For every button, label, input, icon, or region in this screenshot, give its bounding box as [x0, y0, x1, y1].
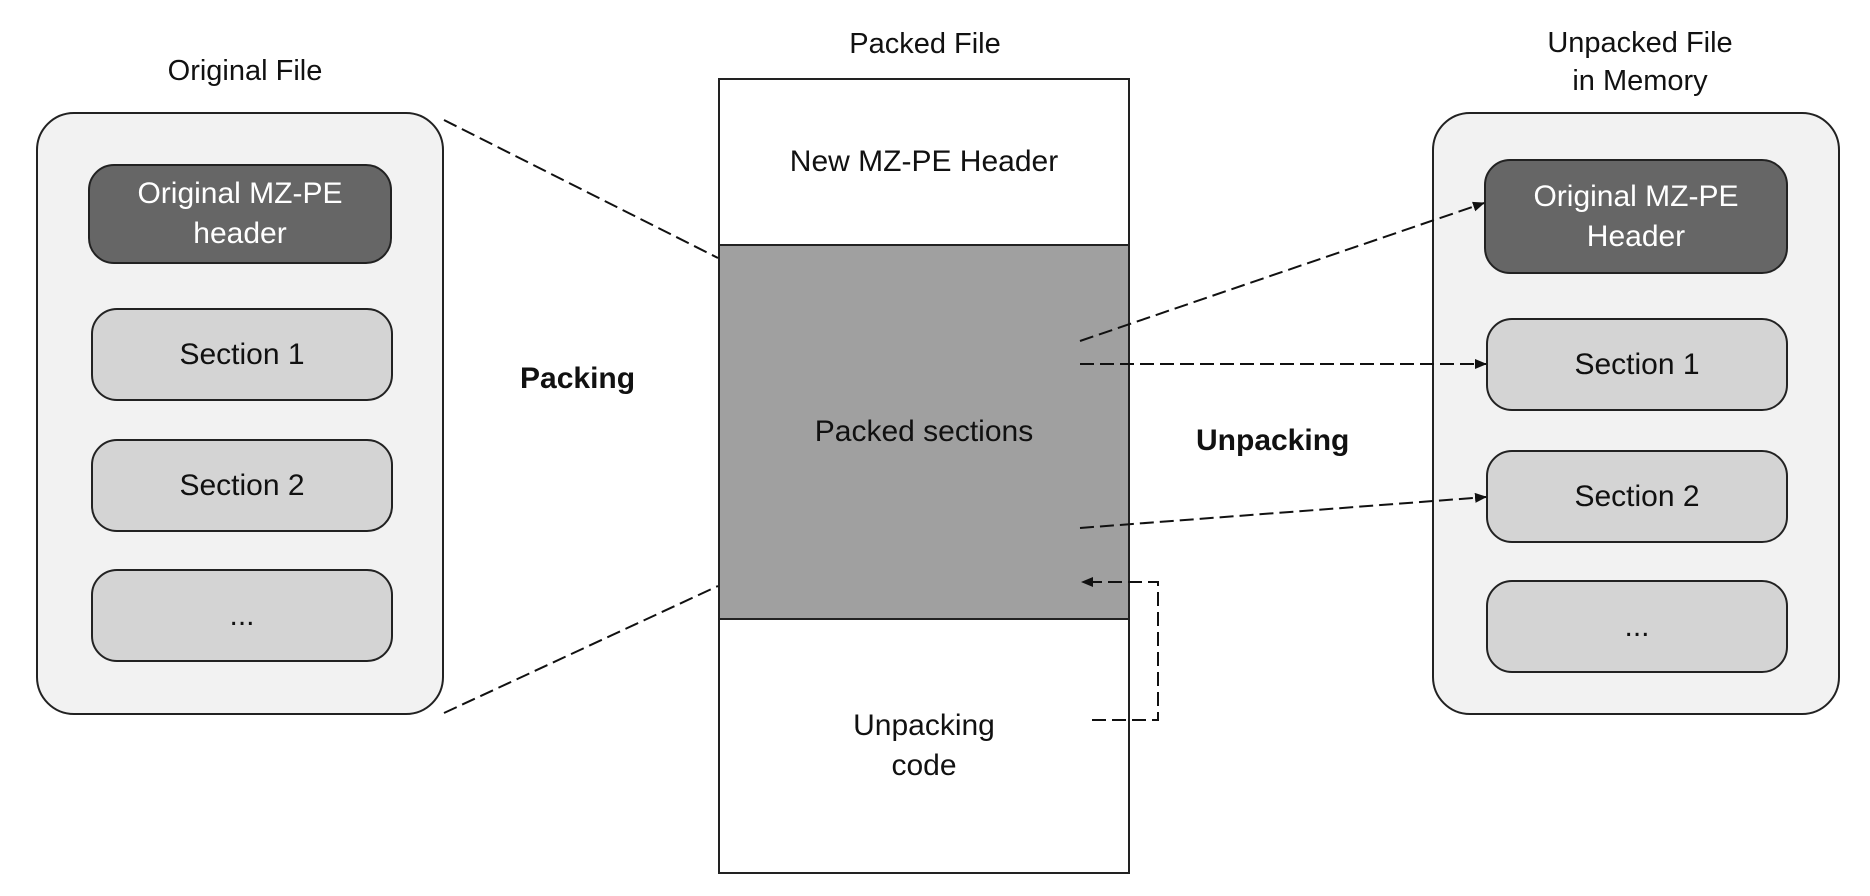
unpacked-more-box: ... [1486, 580, 1788, 673]
original-section-1-box: Section 1 [91, 308, 393, 401]
unpacked-more-label: ... [1624, 609, 1650, 643]
unpacked-section-2-box: Section 2 [1486, 450, 1788, 543]
unpacked-section-1-box: Section 1 [1486, 318, 1788, 411]
unpacked-header-box: Original MZ-PE Header [1484, 159, 1788, 274]
original-file-title: Original File [167, 55, 323, 87]
original-header-box: Original MZ-PE header [88, 164, 392, 264]
unpacking-label: Unpacking [1196, 424, 1350, 457]
packing-bottom-line [443, 585, 719, 714]
original-section-1-label: Section 1 [179, 337, 305, 371]
original-section-2-label: Section 2 [179, 468, 305, 502]
arrow-to-section-2 [1079, 492, 1487, 529]
packing-label: Packing [520, 362, 636, 395]
packed-sections-label: Packed sections [814, 415, 1034, 448]
original-header-label: Original MZ-PE header [137, 177, 343, 250]
unpacking-code-loop-arrow [1081, 577, 1159, 721]
packed-file-title: Packed File [849, 28, 1001, 60]
unpacked-file-title: Unpacked File in Memory [1547, 27, 1733, 97]
unpacked-section-1-label: Section 1 [1574, 347, 1700, 381]
packed-header-block: New MZ-PE Header [718, 78, 1130, 246]
packed-sections-block: Packed sections [718, 244, 1130, 620]
unpacking-code-block: Unpacking code [718, 618, 1130, 874]
unpacked-section-2-label: Section 2 [1574, 479, 1700, 513]
arrow-to-header [1079, 201, 1485, 342]
unpacked-header-label: Original MZ-PE Header [1533, 179, 1739, 253]
original-more-box: ... [91, 569, 393, 662]
packed-header-label: New MZ-PE Header [789, 145, 1059, 178]
packing-top-line [443, 119, 719, 259]
original-section-2-box: Section 2 [91, 439, 393, 532]
unpacking-code-label: Unpacking code [853, 709, 995, 782]
original-more-label: ... [229, 598, 255, 632]
